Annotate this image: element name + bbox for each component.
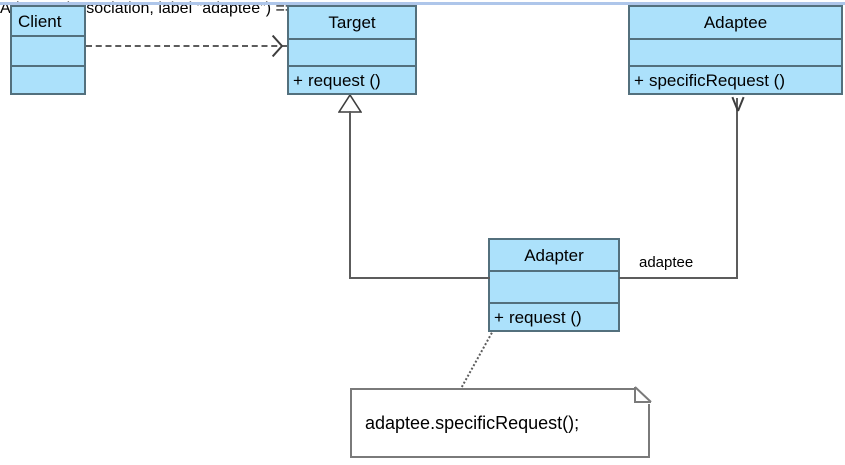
operation-signature-adapter-request: request () — [508, 307, 582, 327]
class-box-target[interactable]: Target + request () — [287, 5, 417, 95]
class-attributes-compartment-adaptee — [630, 38, 841, 65]
class-name-compartment-adapter: Adapter — [490, 240, 618, 270]
class-attributes-compartment-adapter — [490, 270, 618, 302]
class-name-client: Client — [18, 11, 62, 31]
class-name-adapter: Adapter — [524, 245, 584, 265]
operation-signature-target-request: request () — [307, 70, 381, 90]
generalization-line-vertical — [349, 111, 351, 279]
class-operations-compartment-adaptee: + specificRequest () — [630, 65, 841, 93]
class-name-compartment-target: Target — [289, 7, 415, 38]
class-name-compartment-client: Client — [12, 7, 84, 35]
class-box-adapter[interactable]: Adapter + request () — [488, 238, 620, 332]
class-attributes-compartment-client — [12, 35, 84, 65]
note-fold-corner-icon — [634, 386, 652, 403]
class-name-target: Target — [328, 13, 376, 32]
class-name-adaptee: Adaptee — [703, 13, 768, 32]
class-box-adaptee[interactable]: Adaptee + specificRequest () — [628, 5, 843, 95]
note-box[interactable]: adaptee.specificRequest(); — [350, 388, 650, 458]
generalization-line-horizontal — [349, 277, 490, 279]
note-anchor-line — [459, 332, 493, 391]
operation-visibility-adapter-request: + — [494, 307, 504, 327]
operation-visibility-target-request: + — [293, 70, 303, 90]
association-line-horizontal — [619, 277, 738, 279]
association-role-label-adaptee: adaptee — [637, 254, 696, 271]
dependency-arrowhead-lower — [271, 45, 283, 58]
class-box-client[interactable]: Client — [10, 5, 86, 95]
operation-signature-adaptee-specificrequest: specificRequest () — [648, 70, 785, 90]
class-operations-compartment-target: + request () — [289, 65, 415, 93]
class-operations-compartment-adapter: + request () — [490, 302, 618, 330]
association-line-vertical — [736, 98, 738, 279]
note-text: adaptee.specificRequest(); — [365, 412, 580, 433]
dependency-line-client-target — [86, 45, 287, 47]
top-accent-rule — [0, 2, 845, 5]
class-name-compartment-adaptee: Adaptee — [630, 7, 841, 38]
class-operations-compartment-client — [12, 65, 84, 93]
operation-visibility-adaptee-specificrequest: + — [634, 70, 644, 90]
class-attributes-compartment-target — [289, 38, 415, 65]
